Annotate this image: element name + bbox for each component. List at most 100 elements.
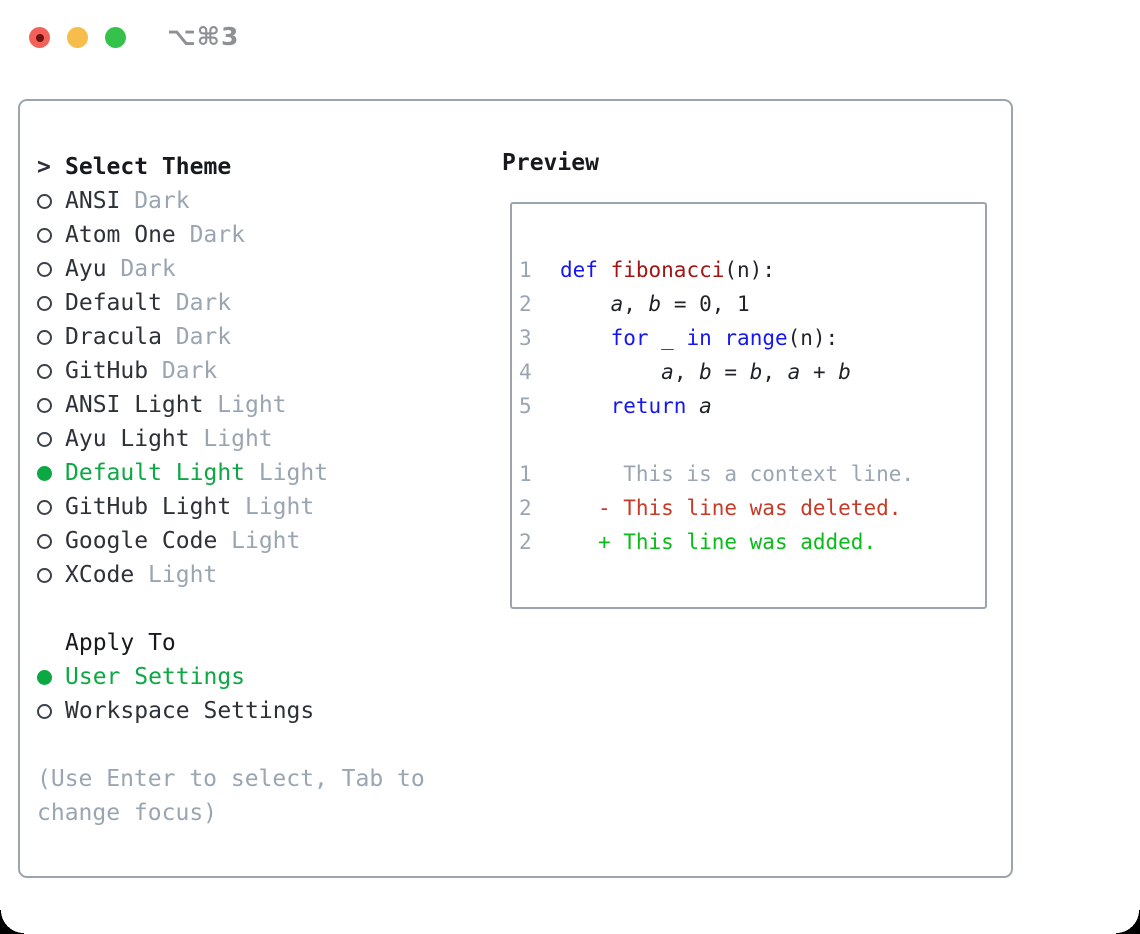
code-token: = [711, 360, 750, 384]
blank-line [519, 423, 985, 457]
theme-variant-label: Dark [161, 358, 218, 384]
theme-option-label: GitHub [65, 358, 149, 384]
theme-option-label: Ayu [65, 256, 107, 282]
code-token: for [610, 326, 649, 350]
code-line: 2 a, b = 0, 1 [519, 287, 985, 321]
radio-icon [37, 499, 65, 515]
code-token: b [838, 360, 851, 384]
theme-variant-label: Light [217, 392, 287, 418]
radio-unselected-icon [37, 261, 52, 277]
theme-option-xcode-light[interactable]: XCode Light [37, 558, 445, 592]
apply-option-label: User Settings [65, 664, 246, 690]
close-button[interactable] [29, 27, 50, 48]
radio-icon [37, 465, 65, 481]
theme-option-label: Ayu Light [65, 426, 190, 452]
code-token: range [724, 326, 788, 350]
code-token: + This line was added. [597, 530, 877, 554]
code-token: , [673, 360, 700, 384]
radio-unselected-icon [37, 227, 52, 243]
radio-icon [37, 431, 65, 447]
code-token: = 0, 1 [661, 292, 750, 316]
line-number: 4 [519, 360, 532, 384]
theme-variant-label: Light [148, 562, 218, 588]
radio-unselected-icon [37, 567, 52, 583]
theme-option-ansi-dark[interactable]: ANSI Dark [37, 184, 445, 218]
code-token: b [648, 292, 662, 316]
code-token: fibonacci [610, 258, 725, 282]
theme-variant-label: Dark [120, 256, 176, 282]
theme-option-label: Atom One [65, 222, 176, 248]
code-token: , [762, 360, 788, 384]
code-token: b [749, 360, 763, 384]
apply-option-label: Workspace Settings [65, 698, 315, 724]
select-theme-heading: Select Theme [65, 154, 232, 180]
radio-selected-icon [37, 465, 52, 481]
line-content: a, b = 0, 1 [560, 287, 750, 321]
code-token [686, 394, 699, 418]
code-token [560, 496, 598, 520]
radio-icon [37, 703, 65, 719]
diff-line: 1 This is a context line. [519, 457, 985, 491]
line-number: 5 [519, 394, 532, 418]
radio-icon [37, 261, 65, 277]
code-line: 5 return a [519, 389, 985, 423]
line-content: - This line was deleted. [560, 491, 901, 525]
code-line: 3 for _ in range(n): [519, 321, 985, 355]
code-token: b [699, 360, 712, 384]
line-number: 2 [519, 530, 532, 554]
code-token [560, 292, 611, 316]
theme-variant-label: Dark [134, 188, 190, 214]
radio-icon [37, 567, 65, 583]
radio-icon [37, 533, 65, 549]
code-token: return [610, 394, 687, 418]
apply-to-heading-row: Apply To [37, 626, 445, 660]
minimize-button[interactable] [67, 27, 88, 48]
apply-option-workspace-settings[interactable]: Workspace Settings [37, 694, 445, 728]
apply-to-heading: Apply To [65, 630, 176, 656]
radio-icon [37, 397, 65, 413]
theme-option-label: ANSI [65, 188, 121, 214]
code-token: _ [648, 326, 687, 350]
radio-icon [37, 193, 65, 209]
diff-line: 2 + This line was added. [519, 525, 985, 559]
preview-heading-row: Preview [502, 150, 599, 176]
close-dot-icon [35, 33, 44, 42]
theme-variant-label: Light [231, 528, 301, 554]
theme-option-label: XCode [65, 562, 135, 588]
line-content: + This line was added. [560, 525, 876, 559]
diff-line: 2 - This line was deleted. [519, 491, 985, 525]
radio-unselected-icon [37, 703, 52, 719]
theme-variant-label: Dark [175, 324, 232, 350]
line-content: a, b = b, a + b [560, 355, 851, 389]
radio-icon [37, 363, 65, 379]
apply-option-user-settings[interactable]: User Settings [37, 660, 445, 694]
code-token: (n): [724, 258, 775, 282]
line-content: for _ in range(n): [560, 321, 839, 355]
code-token: This is a context line. [560, 462, 915, 486]
zoom-button[interactable] [105, 27, 126, 48]
code-token: (n): [787, 326, 839, 350]
radio-icon [37, 329, 65, 345]
theme-option-ayu-dark[interactable]: Ayu Dark [37, 252, 445, 286]
line-number: 1 [519, 258, 532, 282]
theme-option-atom-one-dark[interactable]: Atom One Dark [37, 218, 445, 252]
line-content: This is a context line. [560, 457, 914, 491]
window-title: ⌥⌘3 [167, 22, 240, 51]
code-token [560, 360, 661, 384]
radio-unselected-icon [37, 329, 52, 345]
theme-variant-label: Dark [189, 222, 245, 248]
line-content: def fibonacci(n): [560, 253, 775, 287]
radio-unselected-icon [37, 397, 52, 413]
theme-option-github-dark[interactable]: GitHub Dark [37, 354, 445, 388]
